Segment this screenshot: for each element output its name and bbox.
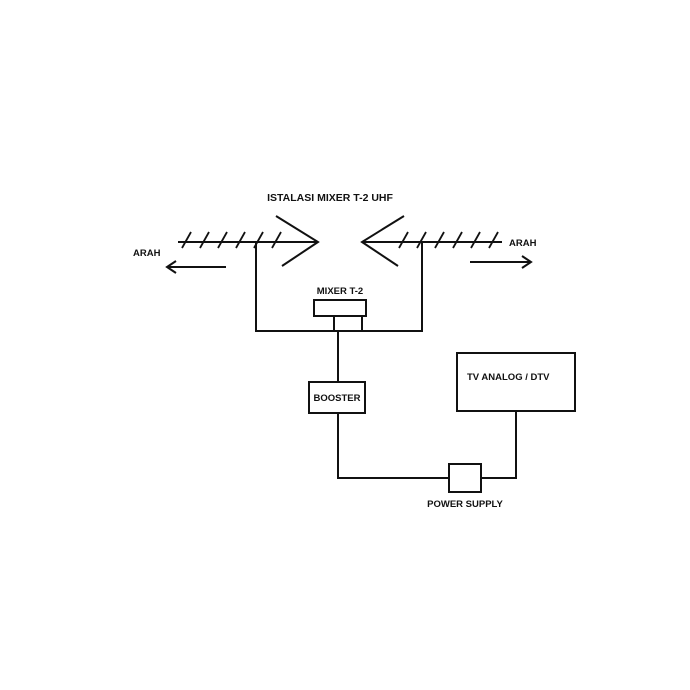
power-supply-box	[448, 463, 482, 493]
left-direction-arrow	[165, 260, 226, 274]
wire-booster-to-power-supply	[337, 413, 449, 479]
wire-right-antenna-to-mixer	[362, 242, 423, 332]
left-direction-label: ARAH	[133, 248, 161, 259]
wire-left-antenna-to-mixer	[255, 242, 334, 332]
diagram-title: ISTALASI MIXER T-2 UHF	[267, 192, 393, 204]
right-direction-arrow	[470, 255, 533, 269]
antenna-left-elements	[181, 231, 282, 249]
antenna-left	[178, 215, 320, 267]
power-supply-label: POWER SUPPLY	[427, 499, 503, 510]
antenna-right	[360, 215, 502, 267]
tv-label: TV ANALOG / DTV	[467, 372, 550, 383]
mixer-label: MIXER T-2	[317, 286, 363, 297]
booster-label: BOOSTER	[314, 393, 361, 404]
mixer-box	[313, 299, 367, 332]
booster-box	[308, 381, 366, 414]
wire-power-supply-to-tv	[481, 411, 517, 479]
right-direction-label: ARAH	[509, 238, 537, 249]
tv-box	[456, 352, 576, 412]
antenna-right-elements	[398, 231, 499, 249]
